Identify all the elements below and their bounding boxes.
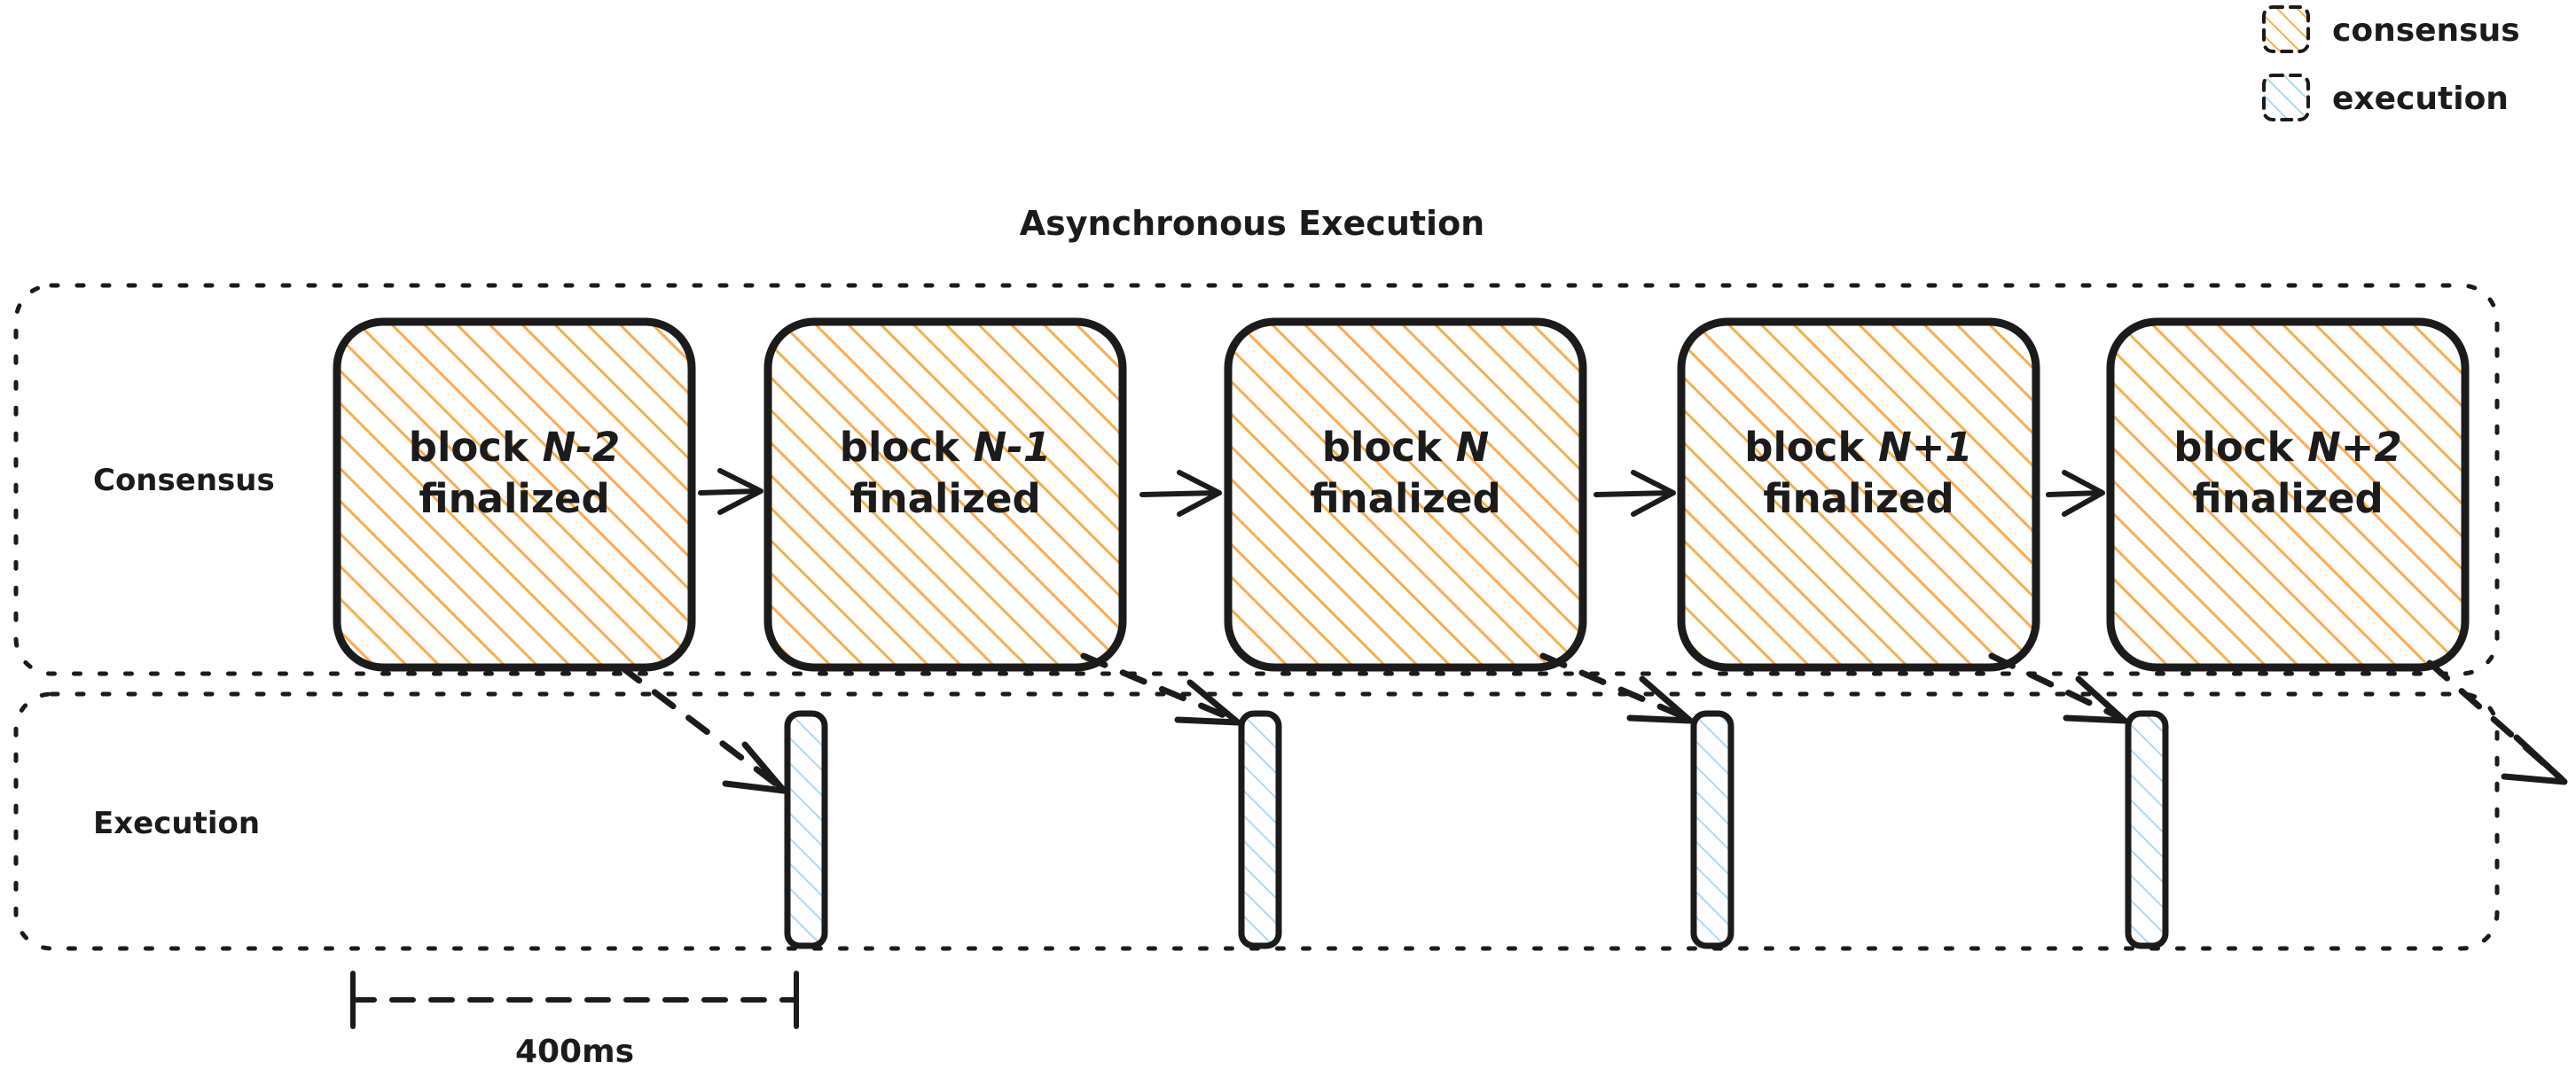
consensus-lane-container	[13, 283, 2500, 676]
block-shape	[763, 317, 1127, 672]
block-title-line2: finalized	[850, 475, 1041, 522]
consensus-block-n-minus-2[interactable]: block N-2 finalized	[333, 317, 696, 672]
block-title-line1: block N	[1322, 424, 1490, 471]
dispatch-arrow-b3-to-e3	[1988, 652, 2128, 724]
block-title-line2: finalized	[2192, 475, 2384, 522]
block-symbol: N+2	[2307, 424, 2402, 471]
block-shape	[1224, 317, 1587, 672]
execution-bar-shape	[2125, 710, 2169, 949]
legend: consensus execution	[2262, 5, 2520, 121]
block-shape	[2106, 317, 2470, 672]
block-title-line2: finalized	[1763, 475, 1954, 522]
block-prefix: block	[2173, 424, 2307, 471]
consensus-chain-arrows	[698, 468, 2105, 517]
dispatch-arrow-group	[617, 652, 2568, 794]
block-prefix: block	[409, 424, 543, 471]
execution-bar-shape	[1238, 710, 1282, 949]
dispatch-arrow-b1-to-e1	[1080, 652, 1241, 726]
consensus-block-n-minus-1[interactable]: block N-1 finalized	[763, 317, 1127, 672]
block-shape	[1677, 317, 2040, 672]
block-prefix: block	[840, 424, 974, 471]
block-title-line1: block N-1	[840, 424, 1051, 471]
legend-label-consensus: consensus	[2332, 12, 2520, 49]
execution-bar-1[interactable]	[1238, 710, 1282, 949]
block-title-line2: finalized	[419, 475, 610, 522]
consensus-block-n-plus-1[interactable]: block N+1 finalized	[1677, 317, 2040, 672]
lane-label-execution: Execution	[93, 806, 260, 841]
consensus-block-group: block N-2 finalized block N-1 finalized …	[333, 317, 2470, 672]
consensus-block-n-plus-2[interactable]: block N+2 finalized	[2106, 317, 2470, 672]
execution-bar-0[interactable]	[784, 710, 828, 949]
lane-label-consensus: Consensus	[93, 463, 275, 498]
block-prefix: block	[1322, 424, 1456, 471]
legend-item-consensus: consensus	[2262, 5, 2520, 53]
chain-arrow-3-to-4	[2046, 470, 2105, 517]
block-shape	[333, 317, 696, 672]
execution-bar-3[interactable]	[2125, 710, 2169, 949]
legend-label-execution: execution	[2332, 81, 2509, 117]
block-symbol: N-1	[974, 424, 1052, 471]
page-title: Asynchronous Execution	[1020, 204, 1485, 243]
block-title-line2: finalized	[1310, 475, 1501, 522]
block-title-line1: block N+2	[2173, 424, 2402, 471]
block-title-line1: block N+1	[1744, 424, 1973, 471]
execution-swatch-icon	[2262, 74, 2310, 121]
dispatch-arrow-b2-to-e2	[1539, 652, 1694, 724]
execution-bar-2[interactable]	[1690, 710, 1734, 949]
consensus-swatch-icon	[2262, 5, 2310, 53]
dispatch-arrow-b0-to-e0	[617, 663, 787, 794]
execution-bar-group	[784, 710, 2169, 949]
block-prefix: block	[1744, 424, 1878, 471]
execution-bar-shape	[1690, 710, 1734, 949]
block-title-line1: block N-2	[409, 424, 620, 471]
legend-item-execution: execution	[2262, 74, 2509, 121]
dispatch-arrow-b4-offscreen	[2426, 659, 2568, 785]
chain-arrow-2-to-3	[1593, 470, 1676, 517]
chain-arrow-1-to-2	[1139, 470, 1222, 517]
measurement-label: 400ms	[515, 1034, 634, 1070]
block-symbol: N+1	[1878, 424, 1973, 471]
consensus-block-n[interactable]: block N finalized	[1224, 317, 1587, 672]
measurement-400ms	[350, 971, 799, 1029]
block-symbol: N-2	[543, 424, 621, 471]
chain-arrow-0-to-1	[698, 468, 763, 515]
execution-bar-shape	[784, 710, 828, 949]
block-symbol: N	[1456, 424, 1490, 471]
